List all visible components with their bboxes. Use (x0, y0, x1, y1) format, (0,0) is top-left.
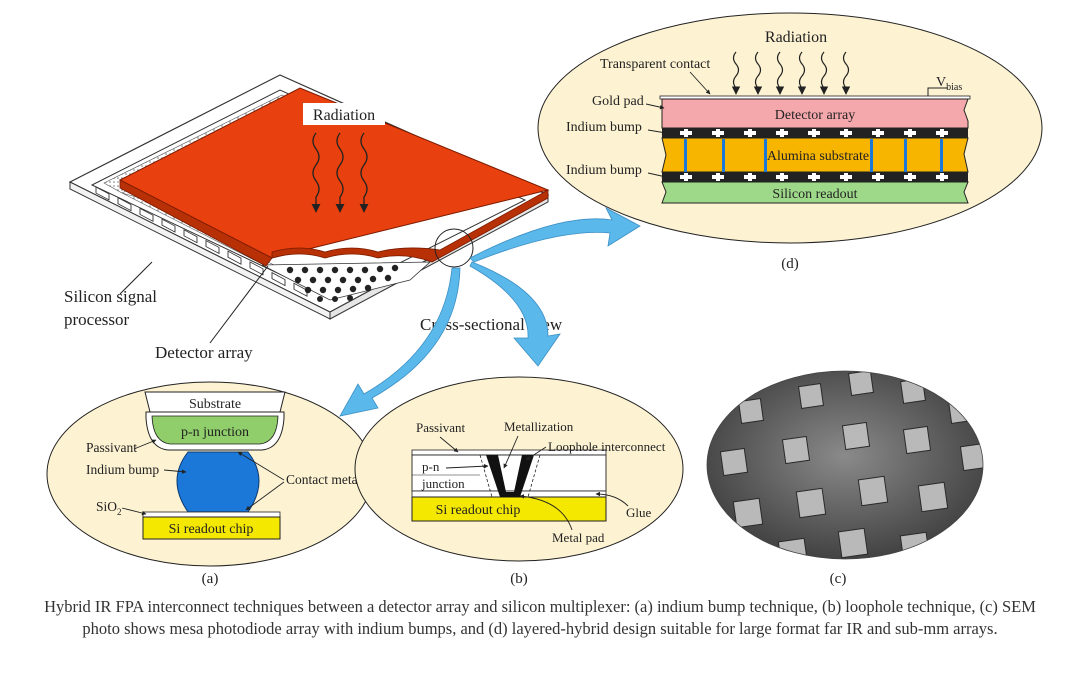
panel-b: Si readout chip Passivant Metallization … (354, 376, 684, 587)
arrow-to-d (469, 207, 641, 263)
panel-d: Radiation Transparent contact Vbias Dete… (537, 12, 1043, 272)
pn-leader-b (445, 463, 489, 469)
gold-pad-label: Gold pad (592, 94, 644, 109)
indium-bump-label-a: Indium bump (86, 462, 159, 477)
sem-mesas (719, 371, 983, 559)
alumina-vias (684, 139, 943, 172)
metal-pad-leader (519, 494, 573, 531)
detector-array-label: Detector array (155, 343, 253, 362)
magnifier-circle (434, 228, 474, 268)
silicon-processor-label-1: Silicon signal (64, 287, 157, 306)
figure-canvas: Radiation Silicon signal processor Detec… (46, 12, 1043, 587)
pn-label-b-1: p-n (422, 459, 440, 474)
bump-row-top-crosses (680, 129, 948, 137)
silicon-processor-leader (119, 261, 153, 295)
substrate-label: Substrate (189, 397, 241, 412)
transparent-contact-label: Transparent contact (600, 57, 710, 72)
radiation-label-d: Radiation (765, 29, 827, 46)
detector-slab-side-left (119, 179, 273, 267)
panel-a: Substrate p-n junction Si readout chip P… (46, 381, 374, 587)
detector-array-label-d: Detector array (775, 108, 855, 123)
arrow-to-b (469, 261, 561, 367)
pn-junction-layer (151, 415, 279, 445)
bond-pad-ring (90, 89, 527, 299)
alumina-label: Alumina substrate (767, 149, 869, 164)
bond-pads (95, 186, 308, 297)
detector-slab-side-front (271, 189, 549, 263)
indium-bump (176, 451, 260, 513)
fpa-overview: Radiation Silicon signal processor Detec… (64, 74, 563, 362)
radiation-wave-2 (335, 132, 345, 213)
metallization-label: Metallization (504, 419, 574, 434)
sem-photo (707, 371, 983, 559)
figure-caption: Hybrid IR FPA interconnect techniques be… (44, 597, 1036, 638)
bump-row-bottom-crosses (680, 173, 948, 181)
passivant-label-b: Passivant (416, 420, 466, 435)
indium-bump-bottom-leader (647, 172, 667, 179)
loophole-dash-2 (527, 454, 541, 498)
panel-d-label: (d) (781, 256, 799, 272)
readout-chip-label-b: Si readout chip (436, 503, 521, 518)
radiation-wave-1 (311, 132, 321, 213)
detector-array-leader (209, 265, 269, 344)
metallization-leader (503, 435, 519, 469)
transparent-contact-leader (689, 71, 711, 95)
contact-metal-label: Contact metal (286, 472, 362, 487)
readout-chip-b (411, 496, 607, 522)
pn-label-b-2: junction (421, 476, 465, 491)
indium-bump-top-label: Indium bump (566, 120, 642, 135)
silicon-readout-layer (661, 181, 969, 204)
sem-outline (706, 370, 984, 560)
loophole-leader (525, 446, 547, 461)
panel-a-label: (a) (202, 571, 219, 587)
indium-bump-bottom-label: Indium bump (566, 163, 642, 178)
radiation-wave-3 (359, 132, 369, 213)
indium-bump-leader-a (163, 469, 187, 474)
loophole-label: Loophole interconnect (548, 439, 666, 454)
sio2-leader (121, 507, 147, 516)
indium-bump-top-leader (647, 129, 667, 135)
loophole-metal (486, 455, 534, 497)
readout-chip (142, 516, 281, 540)
passivant-leader-a (133, 439, 157, 450)
panel-c-label: (c) (830, 571, 847, 587)
radiation-label: Radiation (313, 107, 375, 124)
contact-metal-leader-1 (237, 451, 285, 481)
panel-b-label: (b) (510, 571, 528, 587)
blue-arrows (339, 207, 641, 417)
sio2-layer (142, 511, 281, 518)
radiation-label-box (303, 103, 385, 125)
silicon-readout-label: Silicon readout (772, 187, 857, 202)
gold-pad-leader (645, 103, 665, 110)
bump-grid (286, 264, 399, 302)
glue-leader (595, 491, 629, 507)
passivant-leader-b (439, 436, 459, 453)
panel-c: (c) (706, 370, 984, 587)
readout-chip-label: Si readout chip (169, 522, 254, 537)
metal-pad-label: Metal pad (552, 530, 605, 545)
silicon-processor-label-2: processor (64, 310, 129, 329)
pn-junction-label: p-n junction (181, 425, 249, 440)
sio2-label: SiO2 (96, 499, 122, 517)
pn-junction-layer-b (411, 454, 607, 492)
vbias-label: Vbias (936, 75, 962, 93)
radiation-waves-d (731, 51, 851, 95)
passivant-label-a: Passivant (86, 440, 137, 455)
vbias-wire (927, 87, 948, 97)
glue-label: Glue (626, 505, 652, 520)
loophole-dash-1 (479, 454, 493, 498)
contact-metal-leader-2 (245, 481, 285, 511)
arrow-to-a (339, 267, 461, 417)
